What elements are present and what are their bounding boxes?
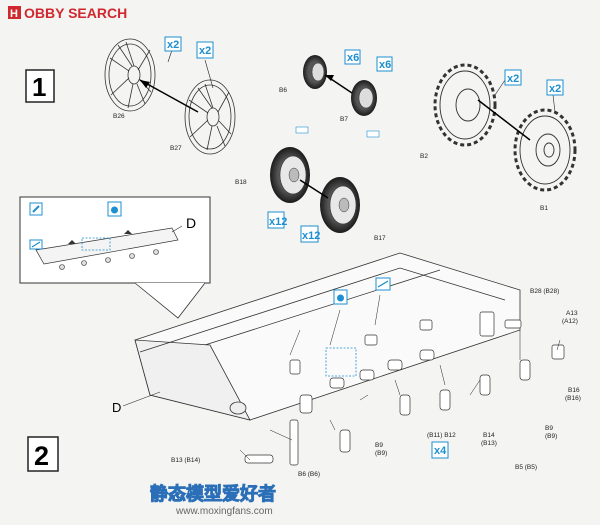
svg-text:x2: x2 bbox=[199, 45, 211, 57]
label-b2: B2 bbox=[420, 153, 428, 160]
svg-text:x12: x12 bbox=[302, 230, 320, 242]
svg-text:x4: x4 bbox=[434, 445, 447, 457]
label-b17: B17 bbox=[374, 235, 386, 242]
label-b9-right-b: (B9) bbox=[545, 433, 557, 440]
label-b5-right: B5 (B5) bbox=[515, 464, 537, 471]
svg-text:x6: x6 bbox=[379, 59, 391, 71]
qty-b7: x6 bbox=[376, 56, 393, 72]
assembly-arrow bbox=[139, 79, 199, 113]
watermark-cn: 静态模型爱好者 bbox=[150, 483, 276, 504]
suspension-parts bbox=[244, 311, 565, 466]
step-1-number: 1 bbox=[32, 72, 46, 102]
wheel-b27 bbox=[184, 79, 236, 155]
label-b27: B27 bbox=[170, 145, 182, 152]
label-b13-b14: B13 (B14) bbox=[171, 457, 200, 464]
sprocket-b1 bbox=[513, 108, 577, 192]
qty-b6: x6 bbox=[344, 49, 361, 65]
callout-letter: D bbox=[186, 215, 196, 231]
sprocket-b2 bbox=[433, 63, 497, 147]
label-b1: B1 bbox=[540, 205, 548, 212]
hobby-search-logo[interactable]: H OBBY SEARCH bbox=[8, 5, 127, 21]
label-b13: (B13) bbox=[481, 440, 497, 447]
label-b26: B26 bbox=[113, 113, 125, 120]
label-a13: A13 bbox=[566, 310, 578, 317]
label-b7: B7 bbox=[340, 116, 348, 123]
label-b18: B18 bbox=[235, 179, 247, 186]
logo-prefix: H bbox=[10, 8, 18, 20]
wheel-b17 bbox=[320, 177, 360, 233]
wheel-b7 bbox=[351, 80, 377, 116]
paint-brush-icon bbox=[29, 202, 43, 216]
qty-b17: x12 bbox=[300, 225, 320, 243]
logo-name: OBBY SEARCH bbox=[24, 5, 127, 21]
tank-hull bbox=[134, 252, 521, 421]
glue-bottle-icon bbox=[107, 201, 122, 217]
qty-b18: x12 bbox=[267, 211, 287, 229]
callout-detail: D bbox=[19, 196, 211, 284]
decal-icon bbox=[366, 130, 380, 138]
label-b6-b6: B6 (B6) bbox=[298, 471, 320, 478]
label-b14: B14 bbox=[483, 432, 495, 439]
label-b16b: (B16) bbox=[565, 395, 581, 402]
qty-b27: x2 bbox=[196, 41, 214, 59]
step-2-marker: 2 bbox=[27, 436, 59, 472]
decal-icon bbox=[295, 126, 309, 134]
decal-icon bbox=[375, 277, 391, 291]
svg-text:x2: x2 bbox=[549, 83, 561, 95]
svg-text:x6: x6 bbox=[347, 52, 359, 64]
qty-b2: x2 bbox=[504, 69, 522, 86]
qty-b1: x2 bbox=[546, 79, 564, 96]
svg-text:x2: x2 bbox=[507, 73, 519, 85]
label-b9-right: B9 bbox=[545, 425, 553, 432]
wheel-b26 bbox=[104, 38, 156, 112]
label-b6: B6 bbox=[279, 87, 287, 94]
watermark: 静态模型爱好者 www.moxingfans.com bbox=[0, 478, 600, 520]
svg-text:x2: x2 bbox=[167, 39, 179, 51]
label-b9-mid-b: (B9) bbox=[375, 450, 387, 457]
step-2-number: 2 bbox=[34, 441, 49, 471]
svg-text:x12: x12 bbox=[269, 216, 287, 228]
glue-bottle-icon bbox=[333, 289, 348, 305]
qty-b26: x2 bbox=[164, 36, 182, 52]
decal-icon bbox=[29, 239, 43, 250]
step-1-marker: 1 bbox=[25, 69, 55, 103]
wheel-b18 bbox=[270, 147, 310, 203]
label-b11-b12: (B11) B12 bbox=[427, 432, 456, 439]
label-b16: B16 bbox=[568, 387, 580, 394]
label-b28: B28 (B28) bbox=[530, 288, 559, 295]
hull-letter: D bbox=[112, 400, 121, 415]
wheel-b6 bbox=[303, 55, 327, 89]
watermark-url: www.moxingfans.com bbox=[175, 506, 273, 517]
label-a12: (A12) bbox=[562, 318, 578, 325]
qty-b11: x4 bbox=[431, 441, 449, 459]
label-b9-mid: B9 bbox=[375, 442, 383, 449]
